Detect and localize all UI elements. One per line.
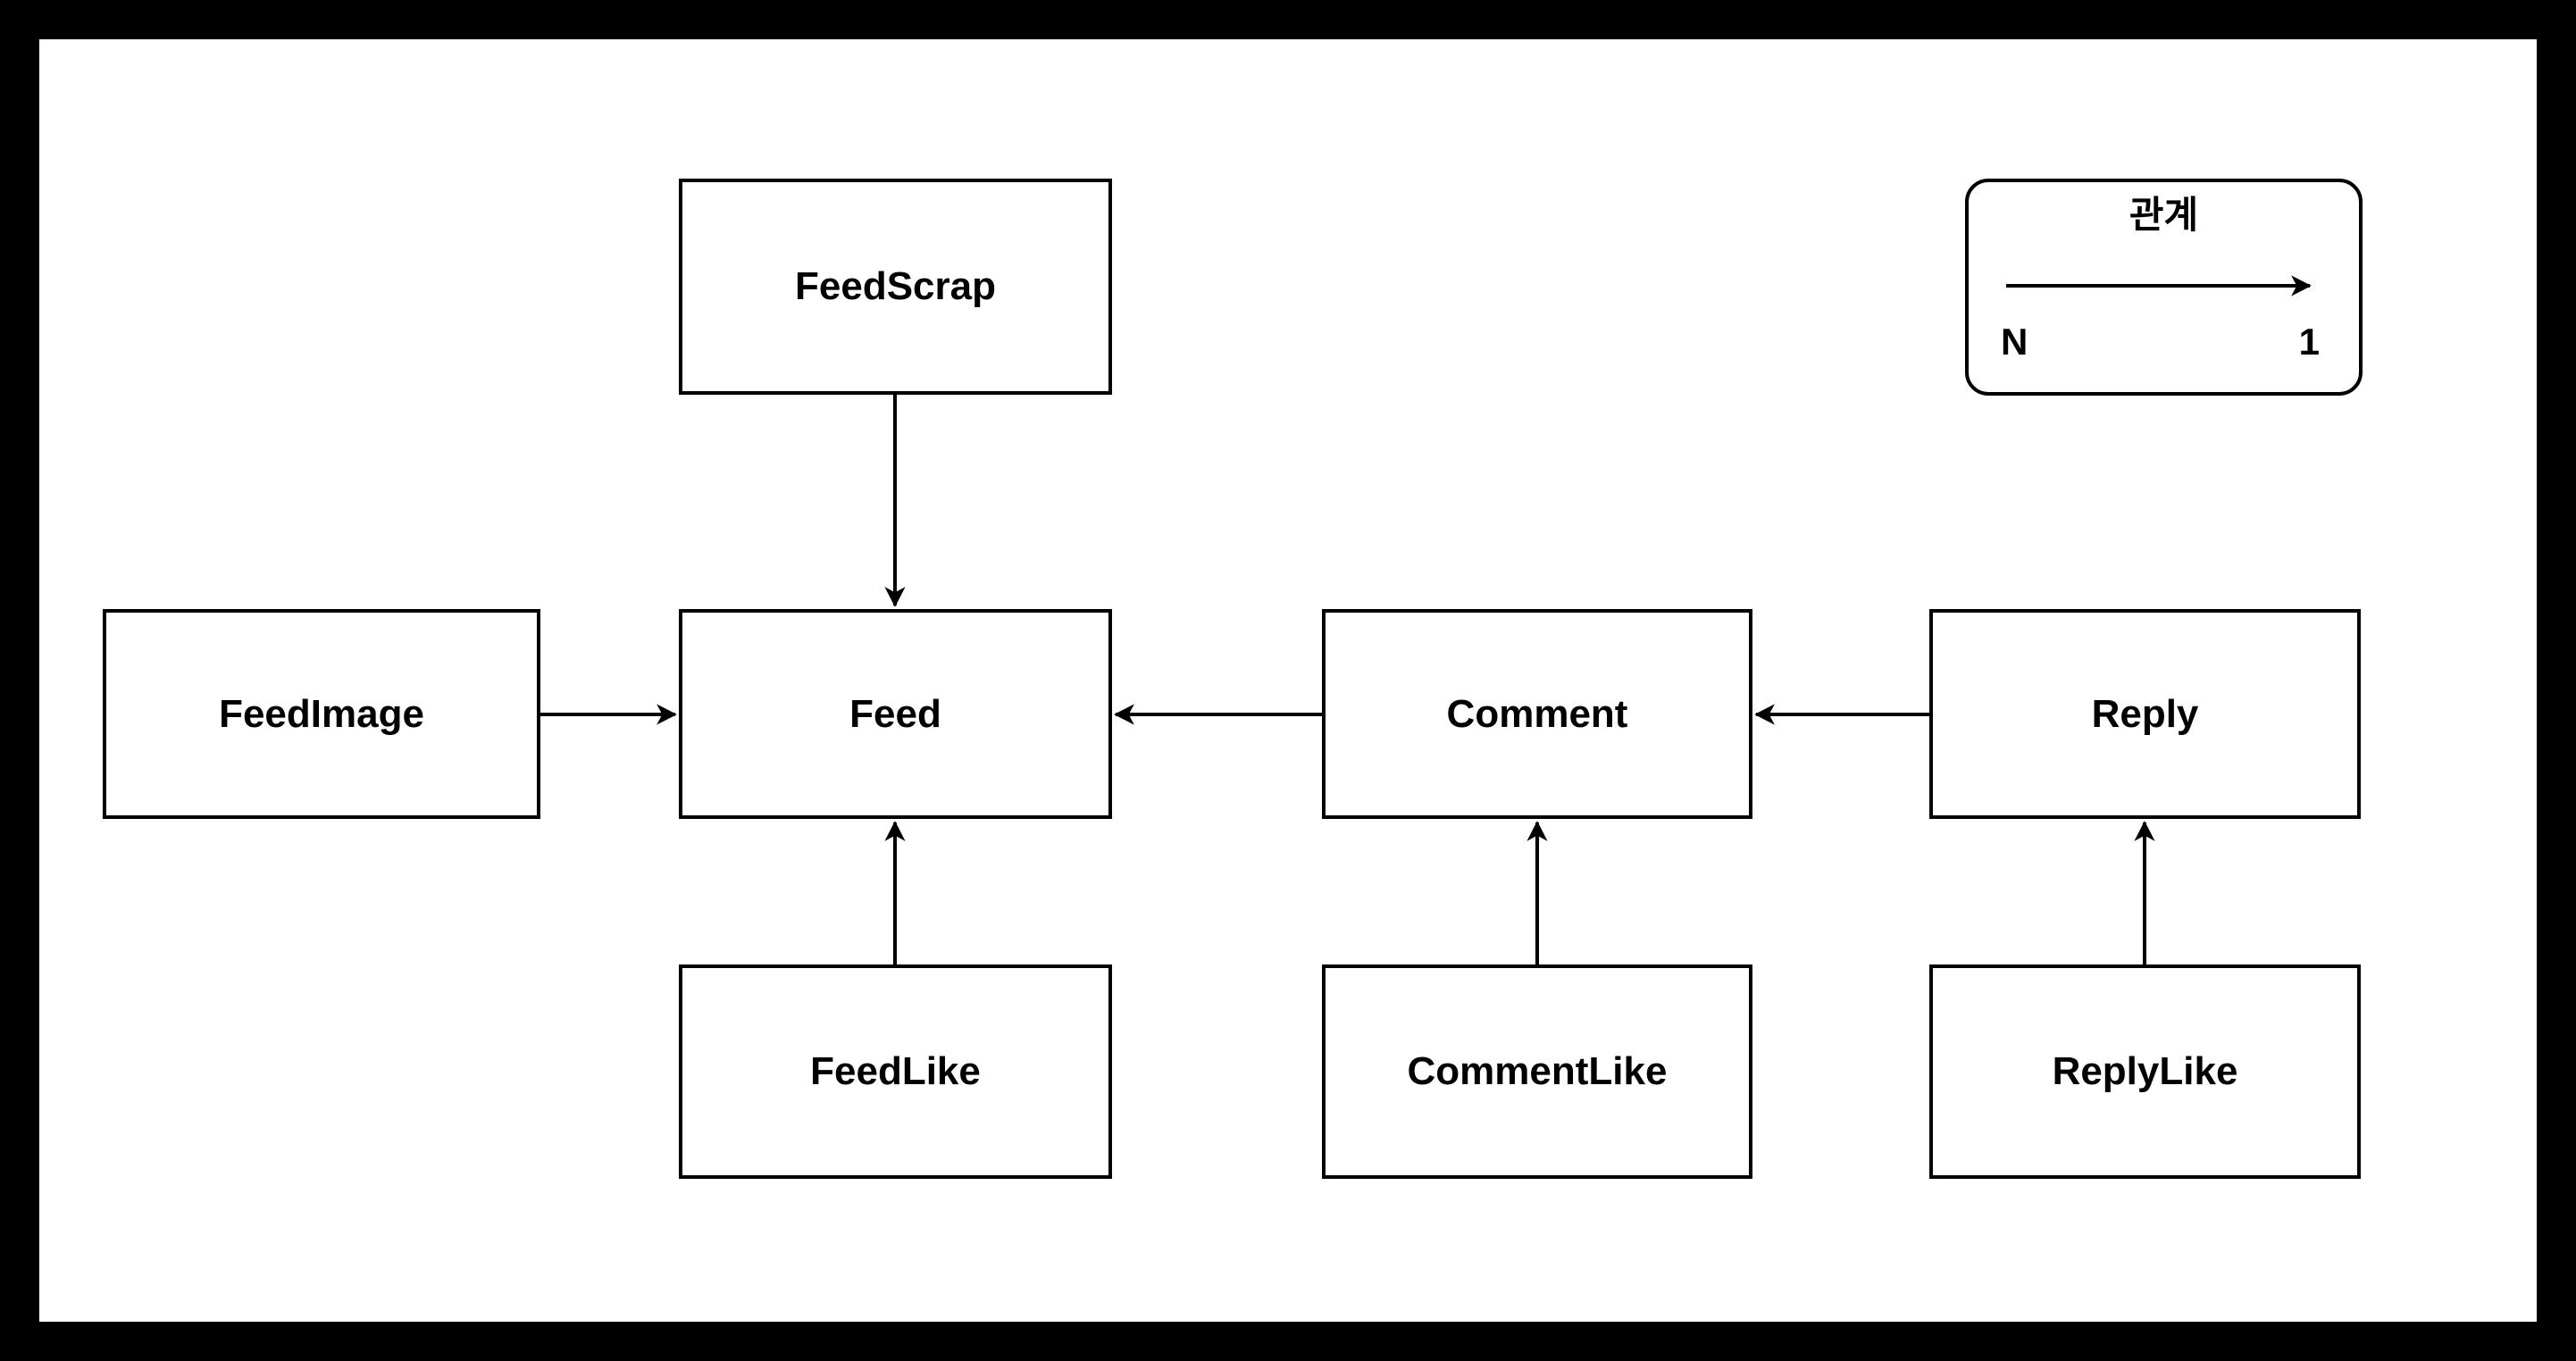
entity-box-feedlike[interactable]: FeedLike [679, 964, 1112, 1179]
entity-label-commentlike: CommentLike [1407, 1049, 1668, 1093]
legend-cardinality-n: N [2001, 321, 2028, 363]
entity-label-feedlike: FeedLike [810, 1049, 981, 1093]
entity-label-reply: Reply [2091, 691, 2199, 736]
entity-label-feedscrap: FeedScrap [795, 264, 996, 308]
entity-box-feedimage[interactable]: FeedImage [103, 609, 540, 819]
legend-arrow-icon [2006, 275, 2312, 296]
entity-label-comment: Comment [1446, 691, 1628, 736]
legend-panel: 관계 N 1 [1965, 179, 2363, 396]
entity-box-feedscrap[interactable]: FeedScrap [679, 179, 1112, 395]
entity-label-feed: Feed [849, 691, 941, 736]
entity-label-feedimage: FeedImage [219, 691, 424, 736]
entity-box-commentlike[interactable]: CommentLike [1322, 964, 1752, 1179]
entity-box-replylike[interactable]: ReplyLike [1929, 964, 2361, 1179]
entity-box-reply[interactable]: Reply [1929, 609, 2361, 819]
entity-box-feed[interactable]: Feed [679, 609, 1112, 819]
legend-cardinality-one: 1 [2298, 321, 2320, 363]
entity-label-replylike: ReplyLike [2052, 1049, 2238, 1093]
entity-box-comment[interactable]: Comment [1322, 609, 1752, 819]
legend-title: 관계 [2129, 194, 2199, 236]
